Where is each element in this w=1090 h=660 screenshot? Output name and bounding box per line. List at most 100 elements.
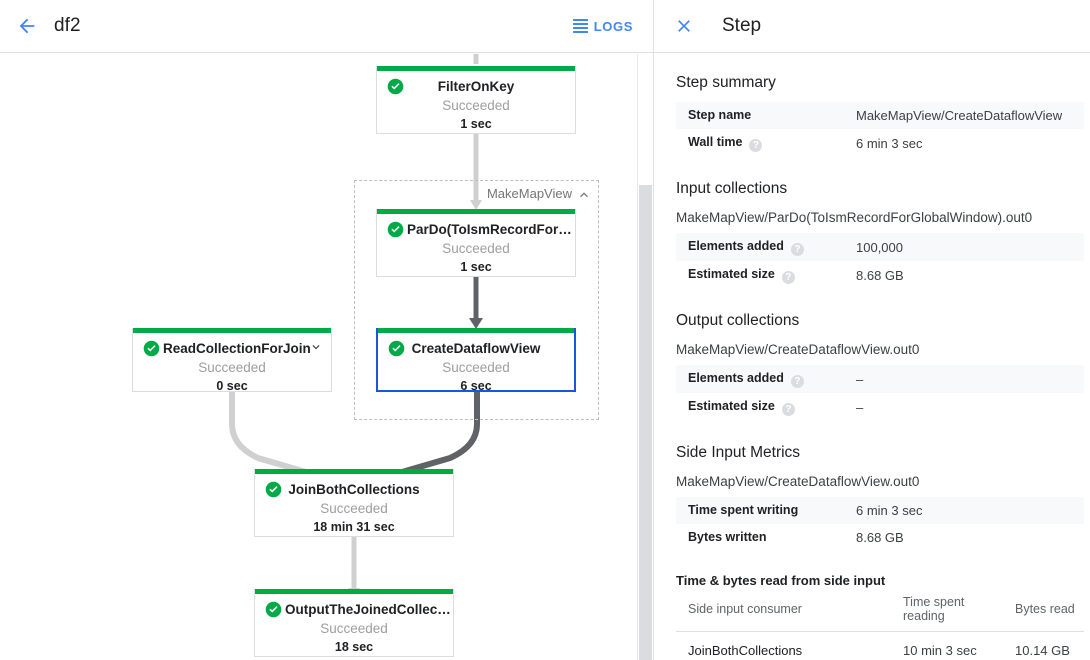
node-status-bar [255,589,453,594]
node-status-bar [378,328,574,333]
input-collections-table: Elements added? 100,000 Estimated size? … [676,233,1084,289]
row-value: 8.68 GB [856,530,904,545]
graph-node-create-dataflow-view[interactable]: CreateDataflowView Succeeded 6 sec [376,328,576,393]
table-row: Estimated size? 8.68 GB [676,261,1084,289]
check-circle-icon [143,340,160,357]
section-side-input-metrics-title: Side Input Metrics [676,444,801,461]
graph-node-filter-on-key[interactable]: FilterOnKey Succeeded 1 sec [376,66,576,134]
node-name: OutputTheJoinedCollec… [285,602,451,617]
node-name: ParDo(ToIsmRecordFor… [407,222,572,237]
arrow-back-icon[interactable] [10,9,44,43]
row-key: Bytes written [688,530,767,544]
node-time: 6 sec [460,379,492,393]
column-header-bytes-read: Bytes read [1003,592,1084,632]
node-status-bar [255,469,453,474]
row-key: Elements added? [676,365,844,393]
side-input-metrics-table: Time spent writing 6 min 3 sec Bytes wri… [676,497,1084,551]
node-time: 1 sec [460,117,492,131]
chevron-up-icon[interactable] [576,187,592,203]
node-time: 0 sec [216,379,248,393]
row-value: 100,000 [844,233,1084,261]
side-input-reads-table: Side input consumer Time spent reading B… [676,592,1084,660]
table-row: Elements added? – [676,365,1084,393]
side-input-collection-name: MakeMapView/CreateDataflowView.out0 [676,474,920,489]
row-key: Wall time? [676,129,844,157]
node-status: Succeeded [442,241,510,256]
table-row: Wall time? 6 min 3 sec [676,129,1084,157]
group-makemapview[interactable]: MakeMapView [354,180,599,420]
graph-node-pardo-toismrecordfor[interactable]: ParDo(ToIsmRecordFor… Succeeded 1 sec [376,209,576,277]
cell-side-input-consumer: JoinBothCollections [676,631,891,660]
section-step-summary-title: Step summary [676,74,776,91]
row-value: – [856,399,864,415]
page-title: df2 [54,15,81,36]
help-icon[interactable]: ? [790,243,804,256]
output-collections-table: Elements added? – Estimated size? – [676,365,1084,421]
row-key: Elements added? [676,233,844,261]
table-row: Bytes written 8.68 GB [676,524,1084,551]
row-key: Estimated size? [676,261,844,289]
step-panel-header: Step [654,0,1090,53]
check-circle-icon [388,340,405,357]
node-name: FilterOnKey [437,79,515,94]
output-collection-name: MakeMapView/CreateDataflowView.out0 [676,342,920,357]
check-circle-icon [387,221,404,238]
graph-edges [229,54,483,598]
graph-node-join-both-collections[interactable]: JoinBothCollections Succeeded 18 min 31 … [254,469,454,537]
row-value: – [844,365,1084,393]
logs-button[interactable]: LOGS [572,18,633,34]
row-value: 8.68 GB [856,267,904,283]
node-name: JoinBothCollections [288,482,420,497]
table-row: JoinBothCollections 10 min 3 sec 10.14 G… [676,631,1084,660]
row-key: Step name [676,102,844,129]
row-value: MakeMapView/CreateDataflowView [844,102,1084,129]
table-header-row: Side input consumer Time spent reading B… [676,592,1084,632]
table-row: Estimated size? – [676,393,1084,421]
help-icon[interactable]: ? [781,271,795,284]
table-row: Time spent writing 6 min 3 sec [676,497,1084,524]
job-header: df2 LOGS [0,0,653,53]
row-key: Estimated size? [676,393,844,421]
cell-bytes-read: 10.14 GB [1003,631,1084,660]
help-icon[interactable]: ? [749,139,763,152]
vertical-scrollbar-thumb[interactable] [639,185,652,660]
column-header-time-spent-reading: Time spent reading [891,592,1003,632]
check-circle-icon [265,601,282,618]
check-circle-icon [387,78,404,95]
graph-node-read-collection-for-join[interactable]: ReadCollectionForJoin Succeeded 0 sec [132,328,332,393]
node-name: CreateDataflowView [411,341,541,356]
graph-canvas[interactable]: MakeMapView FilterOnKey Succeeded 1 sec [0,54,653,660]
section-side-input-reads-title: Time & bytes read from side input [676,573,886,588]
step-panel-body: Step summary Step name MakeMapView/Creat… [654,53,1090,660]
close-icon[interactable] [670,12,698,40]
row-value: 6 min 3 sec [844,497,1084,524]
chevron-down-icon[interactable] [309,340,323,354]
help-icon[interactable]: ? [790,375,804,388]
section-input-collections-title: Input collections [676,180,788,197]
node-status-bar [377,66,575,71]
check-circle-icon [265,481,282,498]
step-panel-title: Step [722,15,762,36]
node-time: 1 sec [460,260,492,274]
vertical-scrollbar[interactable] [637,54,652,660]
column-header-side-input-consumer: Side input consumer [676,592,891,632]
help-icon[interactable]: ? [781,403,795,416]
step-summary-table: Step name MakeMapView/CreateDataflowView… [676,102,1084,157]
node-status-bar [377,209,575,214]
graph-node-output-the-joined-collec[interactable]: OutputTheJoinedCollec… Succeeded 18 sec [254,589,454,657]
node-status: Succeeded [198,360,266,375]
logs-button-label: LOGS [593,18,633,34]
table-row: Step name MakeMapView/CreateDataflowView [676,102,1084,129]
node-status: Succeeded [442,98,510,113]
row-key: Time spent writing [676,497,844,524]
group-label: MakeMapView [486,186,572,201]
node-time: 18 min 31 sec [313,520,395,534]
table-row: Elements added? 100,000 [676,233,1084,261]
node-name: ReadCollectionForJoin [163,341,311,356]
input-collection-name: MakeMapView/ParDo(ToIsmRecordForGlobalWi… [676,210,1033,225]
job-graph-pane: df2 LOGS [0,0,653,660]
section-output-collections-title: Output collections [676,312,800,329]
step-details-panel: Step Step summary Step name MakeMapView/… [653,0,1090,660]
node-status: Succeeded [320,501,388,516]
